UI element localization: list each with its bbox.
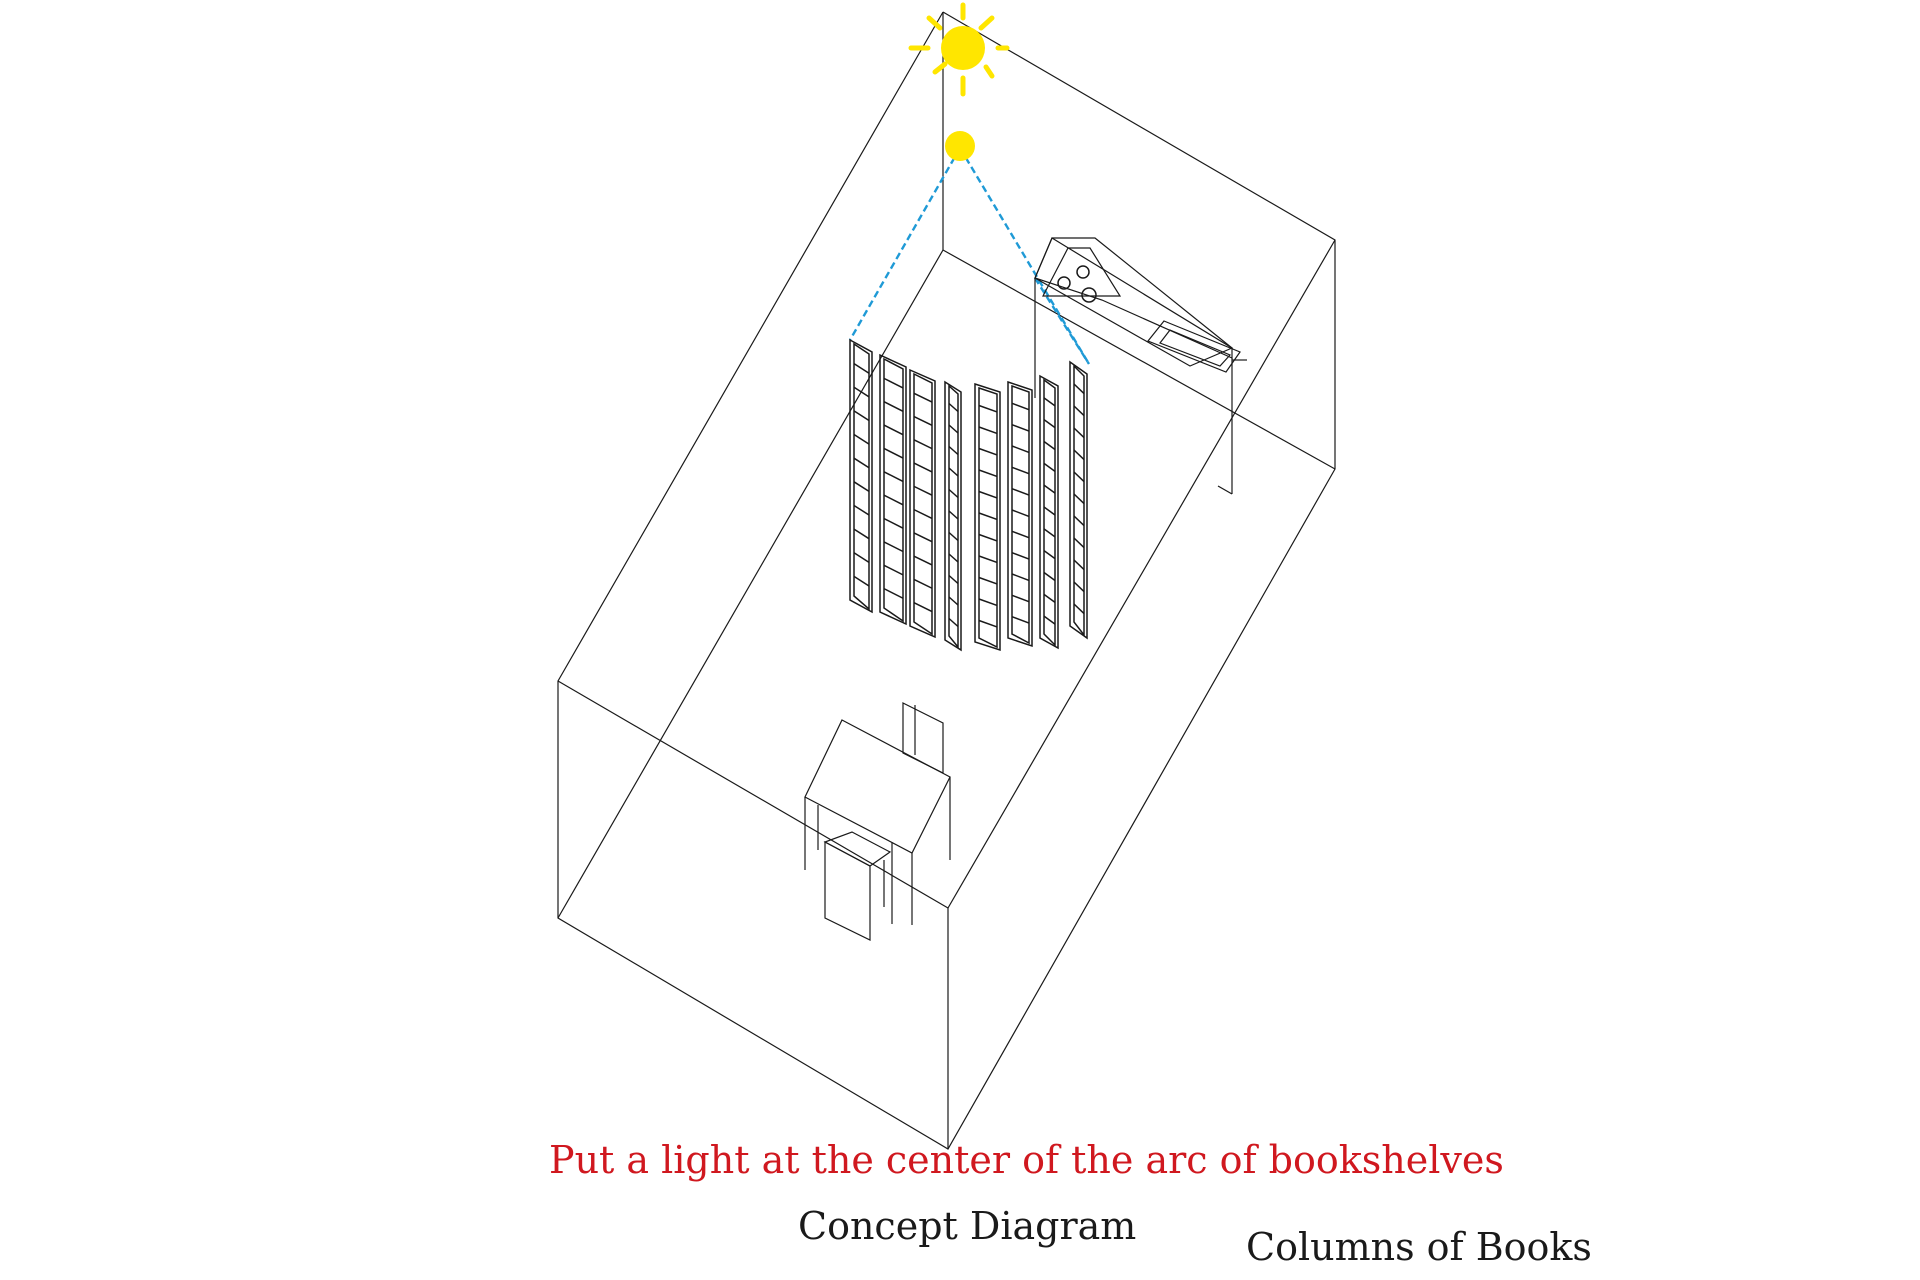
bookshelf-column [849, 338, 873, 614]
chair [902, 702, 944, 774]
bookshelf-column [944, 380, 962, 652]
ceiling-light [848, 131, 1091, 365]
annotation-text: Put a light at the center of the arc of … [549, 1138, 1504, 1182]
bookshelf-column [974, 382, 1001, 652]
bookshelf-arc [849, 338, 1088, 652]
kitchen-counter [1034, 237, 1247, 495]
diagram-title: Concept Diagram [798, 1204, 1137, 1248]
diagram-subtitle: Columns of Books [1246, 1225, 1592, 1269]
bookshelf-column [1039, 374, 1059, 650]
sun-icon [908, 2, 1010, 97]
bookshelf-column [1007, 380, 1033, 648]
room-box [557, 11, 1336, 1150]
bookshelf-column [909, 368, 936, 639]
chair [823, 831, 892, 941]
bookshelf-column [879, 353, 907, 626]
dining-table [804, 719, 951, 925]
bookshelf-column [1069, 360, 1088, 640]
